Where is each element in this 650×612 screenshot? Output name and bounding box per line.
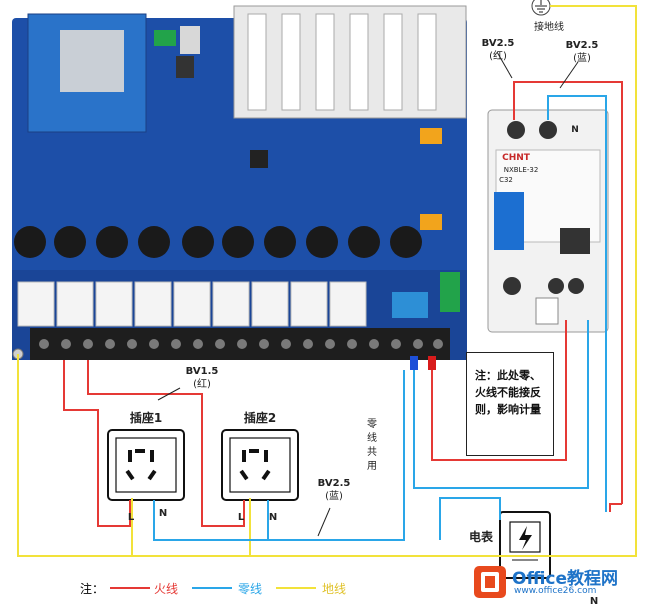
breaker-rating: C32 bbox=[499, 176, 513, 184]
socket-1-title: 插座1 bbox=[129, 411, 163, 425]
ic-chip bbox=[250, 150, 268, 168]
legend-live-swatch bbox=[110, 587, 150, 589]
green-terminal bbox=[440, 272, 460, 312]
control-board bbox=[12, 5, 467, 370]
legend-earth-swatch bbox=[276, 587, 316, 589]
breaker-n-label: N bbox=[571, 125, 579, 135]
breaker-handle bbox=[494, 192, 524, 250]
socket-2 bbox=[221, 429, 299, 501]
meter-label: 电表 bbox=[468, 530, 493, 544]
live-wire-socket2 bbox=[87, 360, 245, 527]
orange-part-1 bbox=[420, 128, 442, 144]
bv-red-top-color: (红) bbox=[489, 51, 507, 62]
legend-prefix: 注： bbox=[80, 582, 105, 596]
socket-1-n: N bbox=[158, 508, 168, 519]
earth-wire-label: 接地线 bbox=[534, 22, 564, 33]
meter-n-label: N bbox=[589, 596, 599, 607]
legend-neutral-swatch bbox=[192, 587, 232, 589]
neutral-shared-label: 零线共用 bbox=[367, 419, 377, 472]
bv-small-color: (红) bbox=[193, 379, 211, 390]
breaker-brand: CHNT bbox=[502, 153, 530, 163]
neutral-wire-input bbox=[547, 95, 607, 512]
socket-2-n: N bbox=[268, 512, 278, 523]
watermark-sub: www.office26.com bbox=[514, 586, 597, 596]
breaker-model: NXBLE-32 bbox=[503, 166, 539, 174]
watermark-title: Office教程网 bbox=[512, 569, 619, 589]
terminal-screws bbox=[39, 339, 443, 349]
connector-2 bbox=[180, 26, 200, 54]
live-wire-input bbox=[513, 81, 623, 504]
bv-blue-top-color: (蓝) bbox=[573, 53, 591, 64]
current-transformers bbox=[14, 226, 422, 258]
live-wire-meter bbox=[609, 503, 622, 512]
pointer-blue-top bbox=[559, 61, 579, 89]
pointer-bv-small bbox=[157, 387, 181, 401]
live-wire-main bbox=[431, 320, 567, 461]
socket-2-l: L bbox=[237, 512, 245, 523]
neutral-wire-socket bbox=[267, 370, 405, 541]
heatsink bbox=[233, 5, 467, 119]
module-chip bbox=[60, 30, 124, 92]
neutral-wire-socket1 bbox=[153, 500, 268, 541]
relays bbox=[17, 281, 367, 327]
bv-bottom-label: BV2.5 bbox=[317, 478, 351, 489]
wiring-note: 注：此处零、火线不能接反则，影响计量 bbox=[466, 352, 554, 456]
socket-2-title: 插座2 bbox=[243, 411, 277, 425]
electric-meter-icon bbox=[499, 511, 551, 579]
watermark-logo: Office教程网 www.office26.com bbox=[472, 562, 642, 606]
regulator bbox=[176, 56, 194, 78]
bv-small-label: BV1.5 bbox=[185, 366, 219, 377]
socket-1-l: L bbox=[127, 512, 135, 523]
earth-symbol-icon bbox=[531, 0, 551, 16]
live-wire-socket1 bbox=[63, 360, 131, 527]
neutral-terminal-marker bbox=[410, 356, 418, 370]
pointer-red-top bbox=[496, 51, 513, 79]
orange-part-2 bbox=[420, 214, 442, 230]
earth-wire bbox=[17, 5, 637, 557]
live-terminal-marker bbox=[428, 356, 436, 370]
socket-1 bbox=[107, 429, 185, 501]
legend-earth: 地线 bbox=[322, 582, 347, 596]
bv-blue-top-label: BV2.5 bbox=[565, 40, 599, 51]
legend-live: 火线 bbox=[154, 582, 179, 596]
qr-code bbox=[560, 228, 590, 254]
bv-red-top-label: BV2.5 bbox=[481, 38, 515, 49]
legend-neutral: 零线 bbox=[238, 582, 263, 596]
neutral-wire-main bbox=[413, 320, 589, 489]
neutral-wire-meter bbox=[439, 497, 501, 540]
leakage-breaker bbox=[487, 109, 609, 333]
blue-capacitor bbox=[392, 292, 428, 318]
bv-bottom-color: (蓝) bbox=[325, 491, 343, 502]
green-connector bbox=[154, 30, 176, 46]
pointer-bv-bottom bbox=[317, 507, 331, 537]
office-logo-icon bbox=[474, 566, 506, 598]
